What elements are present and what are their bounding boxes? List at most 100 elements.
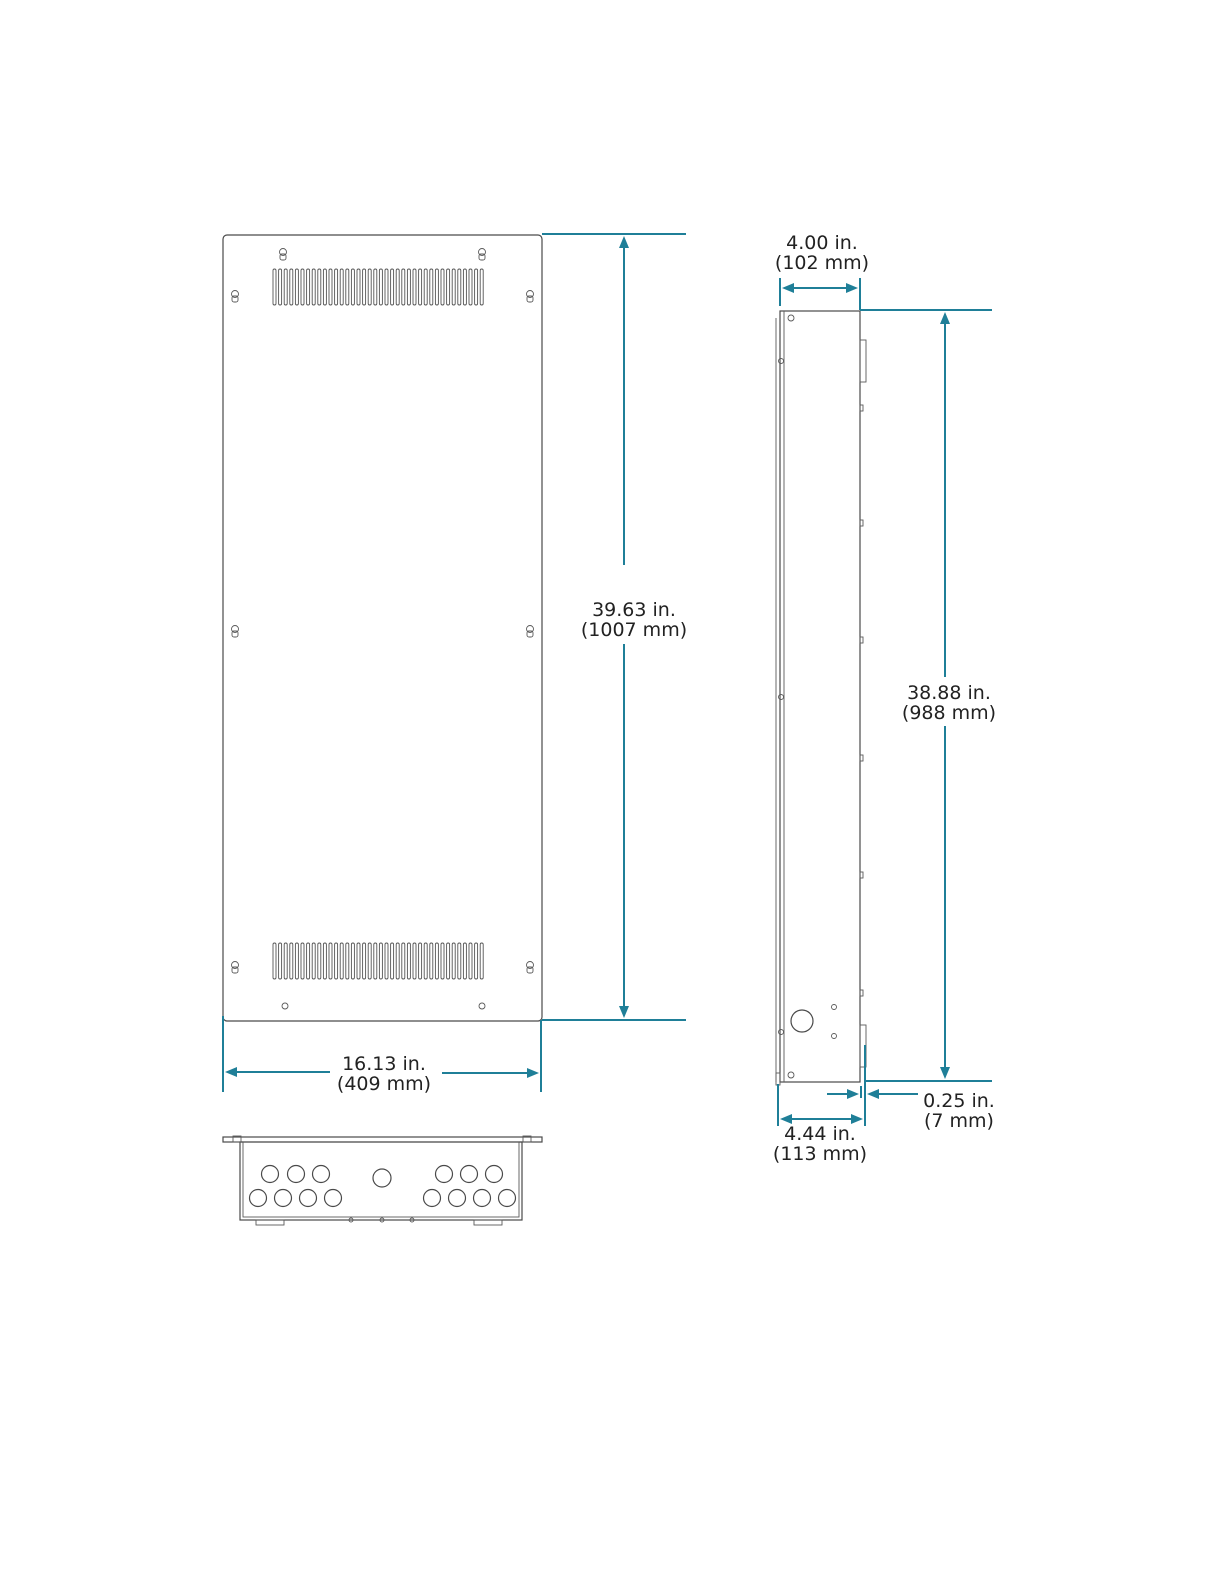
- dim-label-inches: 4.00 in.: [786, 232, 858, 254]
- vent-slot: [318, 943, 321, 979]
- vent-slot: [301, 943, 304, 979]
- screw: [779, 359, 784, 364]
- dim-label-mm: (7 mm): [924, 1110, 994, 1132]
- vent-slot: [391, 943, 394, 979]
- vent-slot: [329, 943, 332, 979]
- knockout-hole: [499, 1190, 516, 1207]
- vent-slot: [340, 269, 343, 305]
- vent-slot: [441, 269, 444, 305]
- vent-slot: [307, 269, 310, 305]
- screw: [788, 1072, 794, 1078]
- vent-slot: [480, 943, 483, 979]
- side-tabs: [779, 359, 864, 1035]
- vent-slot: [279, 943, 282, 979]
- dim-label-mm: (409 mm): [337, 1073, 431, 1095]
- mounting-hole: [232, 962, 239, 974]
- front-panel-outline: [223, 235, 542, 1021]
- dimension-side-height: 38.88 in. (988 mm): [860, 310, 996, 1081]
- vent-slot: [357, 943, 360, 979]
- vent-slot: [419, 943, 422, 979]
- knockout-holes: [250, 1166, 516, 1207]
- vent-slot: [351, 269, 354, 305]
- vent-slot: [335, 269, 338, 305]
- knockout-hole: [325, 1190, 342, 1207]
- vent-slot: [357, 269, 360, 305]
- vent-slot: [340, 943, 343, 979]
- vent-slot: [441, 943, 444, 979]
- screw: [479, 1003, 485, 1009]
- screw: [788, 315, 794, 321]
- dimension-front-height: 39.63 in. (1007 mm): [542, 234, 687, 1020]
- screw: [832, 1005, 837, 1010]
- vent-slot: [335, 943, 338, 979]
- knockout-hole: [288, 1166, 305, 1183]
- vent-slot: [318, 269, 321, 305]
- mounting-hole: [479, 249, 486, 261]
- side-hinge: [860, 340, 866, 382]
- dim-label-inches: 4.44 in.: [784, 1123, 856, 1145]
- vent-slot: [284, 943, 287, 979]
- vent-slot: [402, 943, 405, 979]
- mounting-hole: [527, 962, 534, 974]
- vent-slot: [368, 943, 371, 979]
- vent-slot: [424, 943, 427, 979]
- vent-slot: [452, 943, 455, 979]
- vent-slot: [351, 943, 354, 979]
- vent-slot: [273, 269, 276, 305]
- vent-slot: [368, 269, 371, 305]
- vent-slot: [402, 269, 405, 305]
- knockout-hole: [250, 1190, 267, 1207]
- vent-slot: [396, 943, 399, 979]
- knockout-hole: [486, 1166, 503, 1183]
- vent-slot: [447, 943, 450, 979]
- vent-slot: [295, 943, 298, 979]
- vent-slot: [407, 269, 410, 305]
- knockout-hole: [436, 1166, 453, 1183]
- vent-slot: [480, 269, 483, 305]
- front-view: [223, 235, 542, 1021]
- dim-label-inches: 16.13 in.: [342, 1053, 426, 1075]
- vent-slot: [374, 269, 377, 305]
- center-knockout: [373, 1169, 391, 1187]
- bottom-foot: [256, 1220, 284, 1225]
- bottom-foot: [474, 1220, 502, 1225]
- side-view: [776, 311, 866, 1085]
- vent-slot: [312, 269, 315, 305]
- dimension-front-width: 16.13 in. (409 mm): [223, 1016, 541, 1095]
- knockout-hole: [474, 1190, 491, 1207]
- mounting-hole: [280, 249, 287, 261]
- vent-slot: [290, 269, 293, 305]
- vent-slot: [396, 269, 399, 305]
- dim-label-mm: (102 mm): [775, 252, 869, 274]
- mounting-hole: [527, 626, 534, 638]
- vent-slot: [391, 269, 394, 305]
- mounting-hole: [527, 291, 534, 303]
- dim-label-inches: 39.63 in.: [592, 599, 676, 621]
- screw: [832, 1034, 837, 1039]
- vent-slot: [346, 269, 349, 305]
- vent-slot: [323, 269, 326, 305]
- dim-label-mm: (1007 mm): [581, 619, 687, 641]
- knockout-hole: [300, 1190, 317, 1207]
- vent-slot: [413, 269, 416, 305]
- vent-slot: [385, 943, 388, 979]
- vent-slot: [385, 269, 388, 305]
- vent-slot: [413, 943, 416, 979]
- vent-slot: [374, 943, 377, 979]
- dim-label-inches: 0.25 in.: [923, 1090, 995, 1112]
- vent-slot: [329, 269, 332, 305]
- knockout-hole: [262, 1166, 279, 1183]
- vent-slot: [307, 943, 310, 979]
- vent-slot: [469, 269, 472, 305]
- vent-grille-bottom: [273, 943, 483, 979]
- vent-slot: [363, 943, 366, 979]
- vent-slot: [379, 269, 382, 305]
- vent-slot: [430, 269, 433, 305]
- vent-slot: [290, 943, 293, 979]
- vent-slot: [419, 269, 422, 305]
- vent-slot: [346, 943, 349, 979]
- knockout-hole: [275, 1190, 292, 1207]
- vent-slot: [469, 943, 472, 979]
- vent-slot: [273, 943, 276, 979]
